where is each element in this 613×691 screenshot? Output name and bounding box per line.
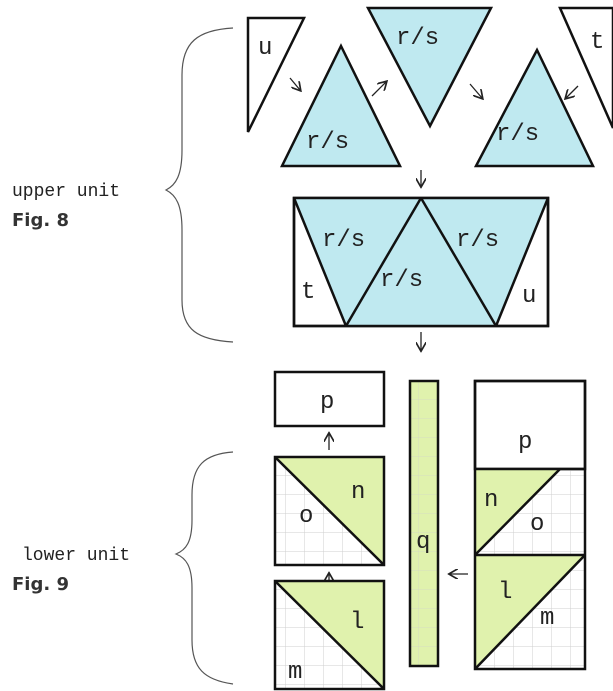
fig-9-label: Fig. 9	[12, 574, 69, 595]
piece-l-label-left: l	[350, 609, 364, 636]
lower-unit-label: lower unit	[22, 546, 130, 566]
strip-rs-label-1: r/s	[322, 227, 365, 254]
piece-p-right-label: p	[518, 429, 532, 456]
piece-o-label-left: o	[299, 503, 313, 530]
upper-unit-label: upper unit	[12, 182, 120, 202]
strip-u-label: u	[522, 283, 536, 310]
piece-n-label-right: n	[484, 487, 498, 514]
piece-t-label-top: t	[590, 29, 604, 56]
piece-q-strip	[408, 379, 440, 668]
piece-rs-label-3: r/s	[496, 121, 539, 148]
piece-rs-triangle-up-1	[279, 43, 403, 168]
arrow-t-to-rs	[566, 85, 579, 98]
strip-rs-label-2: r/s	[380, 267, 423, 294]
lower-unit: lower unit Fig. 9 p o n l m	[12, 370, 587, 691]
piece-n-label-left: n	[351, 479, 365, 506]
piece-p-left-label: p	[320, 389, 334, 416]
piece-m-label-right: m	[540, 605, 554, 632]
piece-u-label: u	[258, 35, 272, 62]
fig-8-label: Fig. 8	[12, 210, 69, 231]
arrow-rs-to-rs	[371, 82, 386, 97]
piece-rs-triangle-up-2	[473, 47, 595, 168]
arrow-u-to-rs	[289, 77, 300, 90]
piece-m-label-left: m	[288, 659, 302, 686]
piece-rs-label-2: r/s	[396, 25, 439, 52]
piece-p-left	[273, 370, 386, 428]
piece-rs-triangle-down	[365, 6, 494, 129]
upper-brace	[164, 27, 234, 343]
piece-l-label-right: l	[498, 579, 512, 606]
piece-rs-label-1: r/s	[306, 129, 349, 156]
strip-t-label: t	[301, 279, 315, 306]
arrow-rs-down-to-rs	[469, 83, 482, 98]
lower-right-assembled	[473, 379, 587, 671]
piece-u-triangle	[246, 16, 307, 133]
upper-unit: upper unit Fig. 8 u r/s r/s r/s t	[12, 6, 613, 350]
piece-t-triangle	[558, 6, 613, 129]
piece-q-label: q	[416, 529, 430, 556]
strip-rs-label-3: r/s	[456, 227, 499, 254]
piece-o-n-square	[273, 455, 386, 567]
lower-brace	[174, 451, 234, 685]
piece-l-m-square	[273, 579, 386, 691]
piece-o-label-right: o	[530, 511, 544, 538]
upper-assembled-strip	[292, 196, 550, 328]
